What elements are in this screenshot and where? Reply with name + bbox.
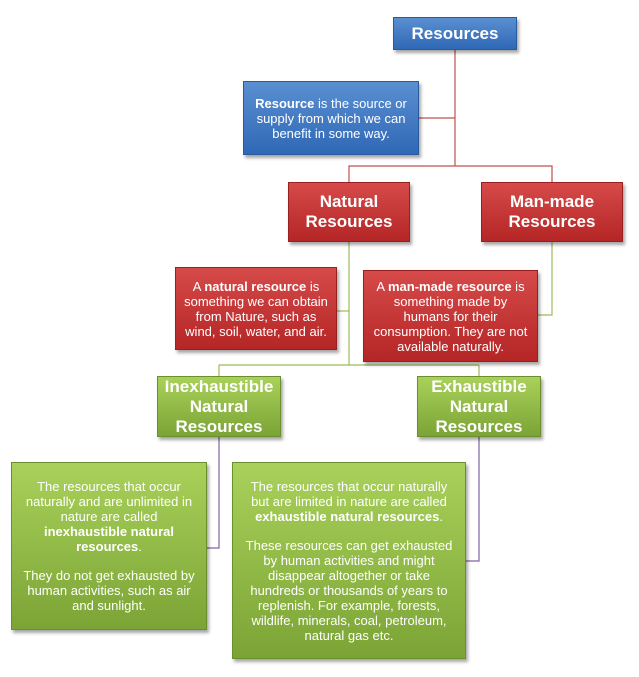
manmade-title-line1: Man-made (509, 192, 595, 211)
inexhaustible-title-line3: Resources (175, 416, 263, 436)
inexhaustible-description-box: The resources that occur naturally and a… (11, 462, 207, 630)
connector-exhaustible-desc (466, 437, 480, 562)
definition-term: Resource (255, 95, 315, 111)
inexhaustible-desc1-post: . (138, 539, 142, 554)
natural-desc-term: natural resource (204, 278, 307, 294)
exhaustible-title-line3: Resources (435, 416, 523, 436)
definition-rest: is the source or supply from which we ca… (256, 95, 407, 141)
connector-natural-children (218, 364, 480, 376)
root-node: Resources (393, 17, 517, 50)
manmade-desc-pre: A (376, 278, 388, 294)
inexhaustible-title-line1: Inexhaustible (164, 376, 274, 396)
inexhaustible-desc1-pre: The resources that occur naturally and a… (25, 479, 193, 524)
root-title: Resources (411, 23, 499, 43)
connector-root-trunk (348, 50, 553, 182)
connector-inexhaustible-desc (207, 437, 220, 549)
exhaustible-node: Exhaustible Natural Resources (417, 376, 541, 437)
inexhaustible-desc1-term: inexhaustible natural resources (43, 524, 175, 554)
exhaustible-description-para2: These resources can get exhausted by hum… (245, 537, 453, 643)
manmade-desc-post: is something made by humans for their co… (373, 278, 528, 354)
definition-text: Resource is the source or supply from wh… (252, 96, 410, 141)
exhaustible-title-line1: Exhaustible (431, 376, 527, 396)
connector-manmade-desc (538, 242, 553, 316)
inexhaustible-description-para2: They do not get exhausted by human activ… (23, 568, 195, 613)
definition-box: Resource is the source or supply from wh… (243, 81, 419, 155)
inexhaustible-description-para1: The resources that occur naturally and a… (20, 479, 198, 554)
inexhaustible-node: Inexhaustible Natural Resources (157, 376, 281, 437)
exhaustible-desc1-term: exhaustible natural resources (255, 508, 440, 524)
inexhaustible-title-line2: Natural (189, 396, 249, 416)
natural-desc-post: is something we can obtain from Nature, … (184, 278, 328, 339)
natural-description-text: A natural resource is something we can o… (184, 279, 328, 339)
manmade-desc-term: man-made resource (388, 278, 512, 294)
manmade-resources-node: Man-made Resources (481, 182, 623, 242)
exhaustible-desc1-pre: The resources that occur naturally but a… (250, 478, 448, 509)
exhaustible-description-box: The resources that occur naturally but a… (232, 462, 466, 659)
natural-title-line1: Natural (319, 192, 379, 211)
exhaustible-description-para1: The resources that occur naturally but a… (241, 479, 457, 524)
manmade-title-line2: Resources (508, 212, 596, 231)
natural-description-box: A natural resource is something we can o… (175, 267, 337, 350)
natural-resources-node: Natural Resources (288, 182, 410, 242)
exhaustible-title-line2: Natural (449, 396, 509, 416)
manmade-description-text: A man-made resource is something made by… (372, 279, 529, 354)
natural-title-line2: Resources (305, 212, 393, 231)
natural-desc-pre: A (192, 278, 205, 294)
manmade-description-box: A man-made resource is something made by… (363, 270, 538, 362)
exhaustible-desc1-post: . (439, 508, 443, 524)
